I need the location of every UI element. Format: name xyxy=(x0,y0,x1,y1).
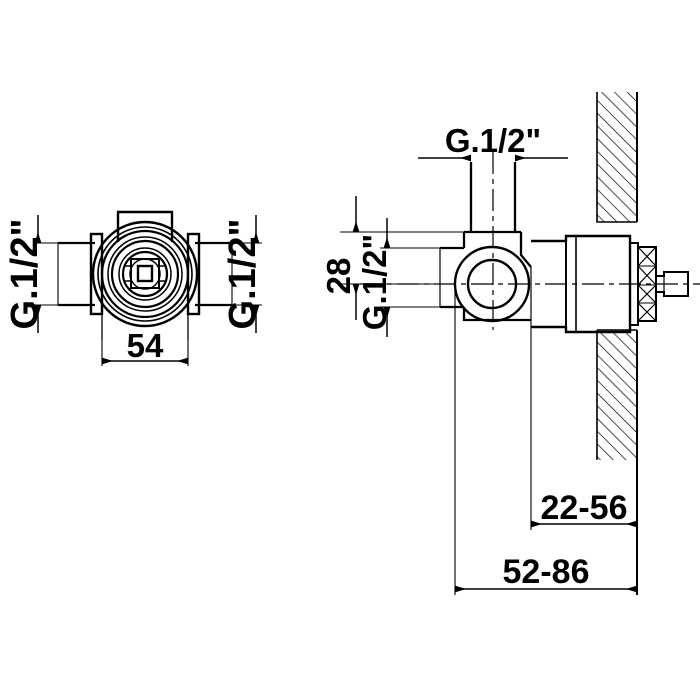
dimension-section-side-thread xyxy=(380,218,460,337)
label-front-right-thread: G.1/2" xyxy=(222,219,264,330)
front-view-concentric-rings xyxy=(91,220,199,328)
wall-lower xyxy=(596,329,637,460)
label-section-side-thread: G.1/2" xyxy=(356,234,393,330)
section-view-group xyxy=(340,92,700,595)
section-top-port xyxy=(469,162,517,232)
label-section-height: 28 xyxy=(320,258,357,295)
label-outer-projection: 52-86 xyxy=(503,553,590,591)
label-section-top-thread: G.1/2" xyxy=(445,122,541,159)
dimension-front-right-thread xyxy=(230,215,262,333)
front-view-right-port xyxy=(195,241,233,307)
label-front-left-thread: G.1/2" xyxy=(4,219,46,330)
label-inner-projection: 22-56 xyxy=(541,489,628,527)
wall-upper xyxy=(596,92,637,223)
label-front-width: 54 xyxy=(127,327,164,364)
dimension-28 xyxy=(340,196,468,320)
front-view-group xyxy=(33,210,262,366)
front-view-center-drive xyxy=(124,258,166,289)
front-view-left-port xyxy=(57,241,95,307)
section-extension-lines xyxy=(454,290,532,595)
dimension-front-left-thread xyxy=(33,215,60,333)
front-view-top-bracket xyxy=(116,210,174,242)
dimension-54 xyxy=(101,340,189,366)
